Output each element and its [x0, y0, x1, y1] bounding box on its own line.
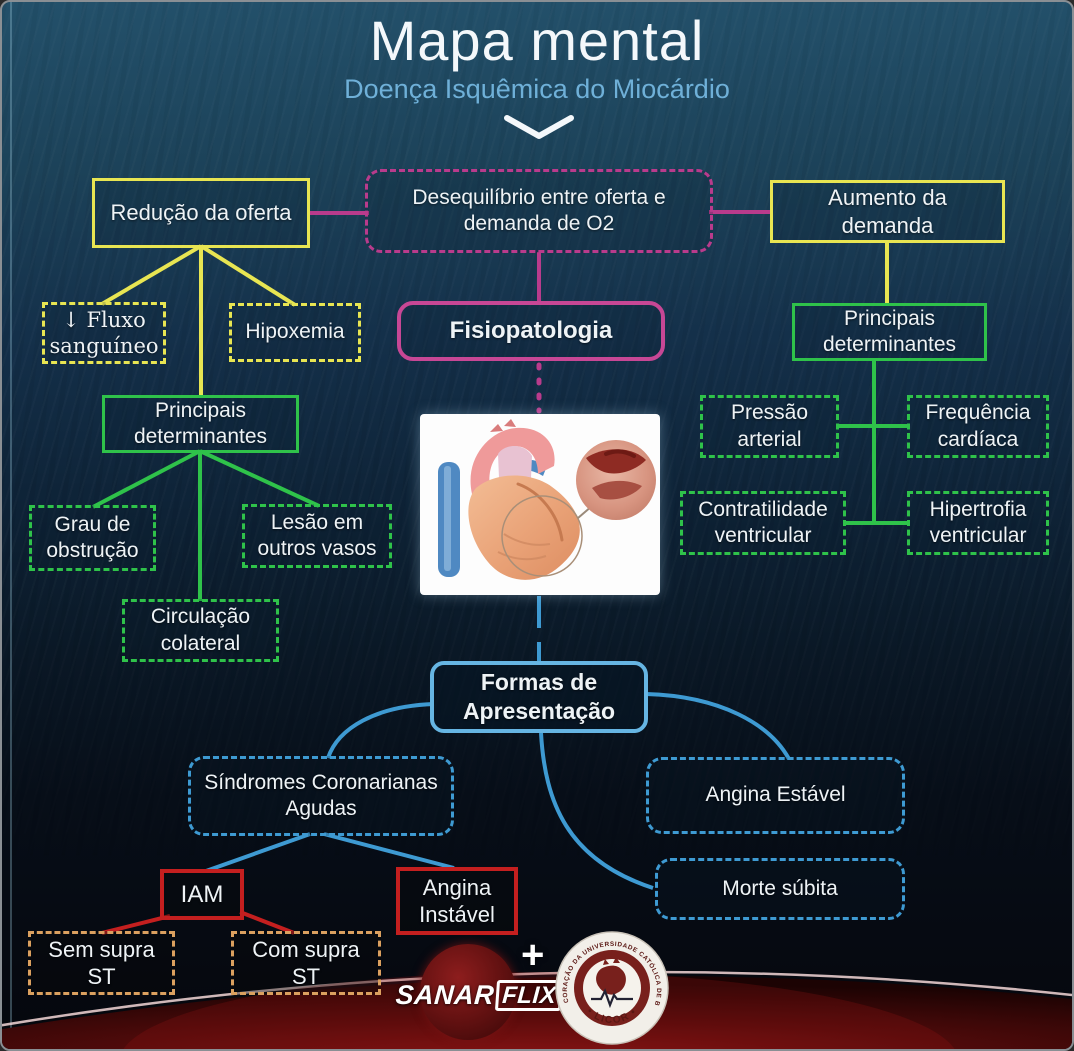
licor-heart-glyph — [596, 957, 626, 995]
node-formas-de-apresentacao: Formas de Apresentação — [430, 661, 648, 733]
node-principais-determinantes-direita: Principais determinantes — [792, 303, 987, 361]
sanarflix-logo-sanar-text: SANAR — [394, 980, 496, 1011]
node-principais-determinantes-esquerda: Principais determinantes — [102, 395, 299, 453]
node-iam: IAM — [160, 869, 244, 920]
plus-icon: + — [521, 933, 545, 977]
page-subtitle: Doença Isquêmica do Miocárdio — [344, 74, 730, 104]
left-frame-line — [10, 2, 12, 1041]
node-reducao-da-oferta: Redução da oferta — [92, 178, 310, 248]
node-fisiopatologia: Fisiopatologia — [397, 301, 665, 361]
licor-badge: LIGA DO CORAÇÃO DA UNIVERSIDADE CATÓLICA… — [553, 929, 669, 1045]
node-morte-subita: Morte súbita — [655, 858, 905, 920]
node-sindromes-coronarianas-agudas: Síndromes Coronarianas Agudas — [188, 756, 454, 836]
node-hipertrofia-ventricular: Hipertrofia ventricular — [907, 491, 1049, 555]
sanarflix-logo-circle — [420, 944, 516, 1040]
node-pressao-arterial: Pressão arterial — [700, 395, 839, 458]
node-angina-instavel: Angina Instável — [396, 867, 518, 935]
node-lesao-em-outros-vasos: Lesão em outros vasos — [242, 504, 392, 568]
node-desequilibrio-oferta-demanda: Desequilíbrio entre oferta e demanda de … — [365, 169, 713, 253]
node-fluxo-sanguineo: ↓ Fluxo sanguíneo — [42, 302, 166, 364]
node-aumento-da-demanda: Aumento da demanda — [770, 180, 1005, 243]
chevron-down-icon — [504, 115, 574, 139]
licor-ecg-line — [591, 988, 633, 1009]
node-frequencia-cardiaca: Frequência cardíaca — [907, 395, 1049, 458]
node-com-supra-st: Com supra ST — [231, 931, 381, 995]
node-sem-supra-st: Sem supra ST — [28, 931, 175, 995]
page-title: Mapa mental — [369, 9, 705, 72]
heart-anatomy-illustration — [420, 414, 660, 595]
node-hipoxemia: Hipoxemia — [229, 303, 361, 362]
node-angina-estavel: Angina Estável — [646, 757, 905, 834]
blue-branches — [205, 596, 791, 890]
node-contratilidade-ventricular: Contratilidade ventricular — [680, 491, 846, 555]
node-circulacao-colateral: Circulação colateral — [122, 599, 279, 662]
node-grau-de-obstrucao: Grau de obstrução — [29, 505, 156, 571]
